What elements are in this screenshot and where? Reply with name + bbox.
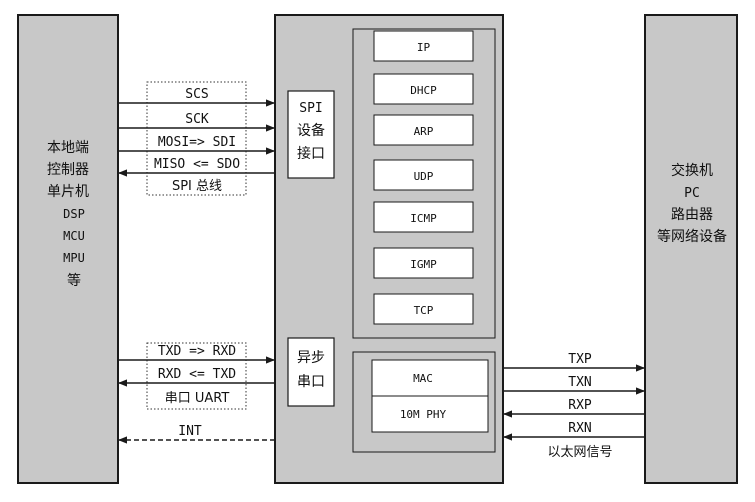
txd-label: TXD => RXD <box>158 344 236 359</box>
txp-label: TXP <box>568 352 592 367</box>
protocol-tcp: TCP <box>414 304 434 317</box>
right-line-3: 路由器 <box>671 207 713 223</box>
protocol-icmp: ICMP <box>410 212 437 225</box>
left-line-3: 单片机 <box>47 184 89 200</box>
left-line-1: 本地端 <box>47 140 89 156</box>
txn-label: TXN <box>568 375 591 390</box>
network-device-label: 交换机 PC 路由器 等网络设备 <box>657 162 727 245</box>
protocol-list: IP DHCP ARP UDP ICMP IGMP TCP <box>373 30 474 325</box>
protocol-dhcp: DHCP <box>410 84 437 97</box>
mac-label: MAC <box>413 372 433 385</box>
network-device-block <box>644 14 738 484</box>
uart-bus-box <box>146 342 247 410</box>
right-line-2: PC <box>684 186 700 201</box>
spi-block-line-1: SPI <box>299 101 322 116</box>
rxd-label: RXD <= TXD <box>158 367 236 382</box>
spi-bus-label: SPI 总线 <box>172 179 222 194</box>
miso-label: MISO <= SDO <box>154 157 240 172</box>
phy-label: 10M PHY <box>400 408 447 421</box>
uart-bus-label: 串口 UART <box>165 391 230 406</box>
ethernet-bus-label: 以太网信号 <box>547 445 612 460</box>
rxp-label: RXP <box>568 398 592 413</box>
protocol-arp: ARP <box>414 125 434 138</box>
protocol-ip: IP <box>417 41 431 54</box>
scs-label: SCS <box>185 87 208 102</box>
spi-bus-box <box>146 81 247 196</box>
sck-label: SCK <box>185 112 209 127</box>
uart-block-line-1: 异步 <box>297 350 325 366</box>
uart-signals: TXD => RXD RXD <= TXD 串口 UART <box>118 344 275 406</box>
left-line-6: MPU <box>63 251 85 265</box>
ethernet-signals: TXP TXN RXP RXN 以太网信号 <box>503 352 645 460</box>
right-line-1: 交换机 <box>671 162 713 179</box>
right-line-4: 等网络设备 <box>657 228 727 245</box>
local-controller-label: 本地端 控制器 单片机 DSP MCU MPU 等 <box>47 140 89 289</box>
local-controller-block <box>17 14 119 484</box>
spi-block-line-2: 设备 <box>297 122 325 139</box>
left-line-4: DSP <box>63 207 85 221</box>
left-line-5: MCU <box>63 229 85 243</box>
spi-signals: SCS SCK MOSI=> SDI MISO <= SDO SPI 总线 <box>118 87 275 194</box>
spi-block-line-3: 接口 <box>297 145 325 162</box>
left-line-2: 控制器 <box>47 162 89 178</box>
rxn-label: RXN <box>568 421 591 436</box>
protocol-igmp: IGMP <box>410 258 437 271</box>
protocol-udp: UDP <box>414 170 434 183</box>
uart-block-line-2: 串口 <box>297 374 325 390</box>
uart-interface-block <box>287 337 335 407</box>
left-line-7: 等 <box>67 272 81 289</box>
mosi-label: MOSI=> SDI <box>158 135 236 150</box>
spi-interface-block <box>287 90 335 179</box>
int-label: INT <box>178 424 202 439</box>
